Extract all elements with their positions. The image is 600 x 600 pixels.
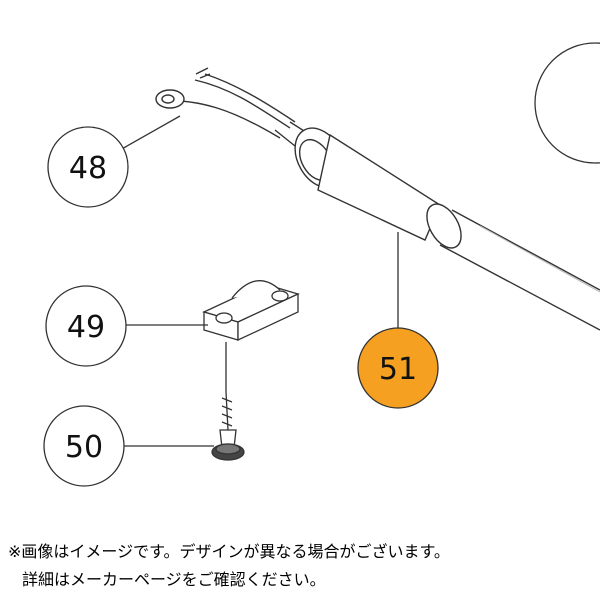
- callout-50: 50: [43, 405, 125, 487]
- callout-48: 48: [47, 126, 129, 208]
- disclaimer-line-1: ※画像はイメージです。デザインが異なる場合がございます。: [8, 542, 450, 561]
- callout-48-label: 48: [69, 151, 107, 186]
- disclaimer-line-2: 詳細はメーカーページをご確認ください。: [22, 570, 326, 589]
- partial-callout: [534, 42, 600, 164]
- callout-51: 51: [357, 327, 439, 409]
- callout-49-label: 49: [67, 310, 105, 345]
- callout-50-label: 50: [65, 430, 103, 465]
- callout-49: 49: [45, 285, 127, 367]
- leader-lines: [119, 115, 399, 447]
- screw-part: [211, 391, 245, 461]
- parts-diagram: 48 49 50 51: [43, 42, 600, 487]
- callout-51-label: 51: [379, 352, 417, 387]
- power-cord-part: [155, 67, 600, 331]
- cord-clamp-part: [202, 280, 300, 342]
